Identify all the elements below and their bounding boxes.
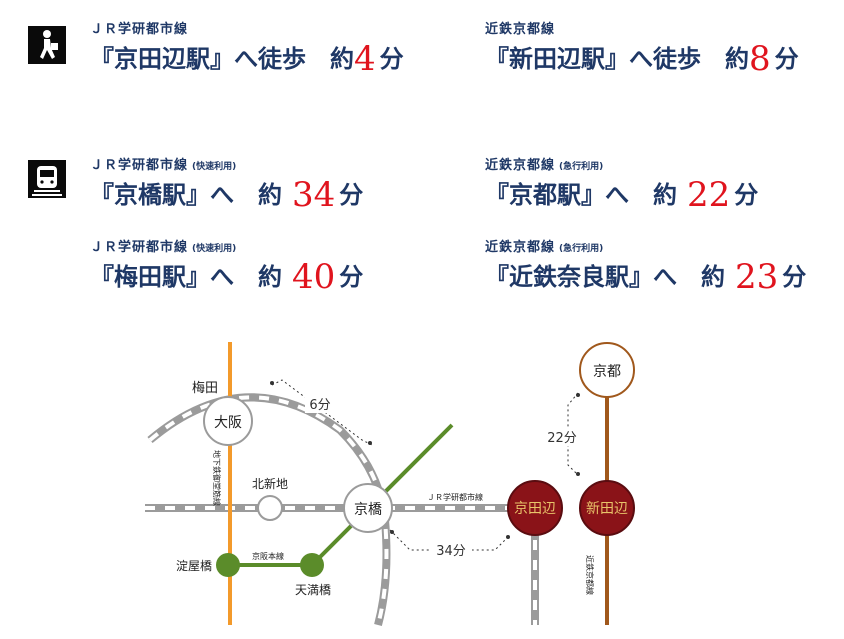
label-jr-line: ＪＲ学研都市線 [427,492,483,502]
label-keihan: 京阪本線 [252,551,284,561]
minutes: 22 [687,175,731,215]
minutes: 34 [292,175,336,215]
station-kyoto [579,342,635,398]
unit: 分 [379,45,404,73]
line-label: ＪＲ学研都市線(快速利用) [90,240,237,255]
station-text: 『新田辺駅』へ徒歩 約 [485,45,749,73]
station-text: 『梅田駅』へ 約 [90,263,282,291]
station-osaka-label: 大阪 [214,415,242,431]
label-kintetsu: 近鉄京都線 [585,555,595,595]
minutes: 23 [735,257,779,297]
time-osaka-kyobashi: 6分 [309,398,330,413]
train-icon [28,160,66,198]
label-yodoyabashi: 淀屋橋 [176,559,212,573]
walking-person-icon [28,26,66,64]
line-label: ＪＲ学研都市線 [90,22,189,37]
label-tenmabashi: 天満橋 [295,583,331,597]
station-tenmabashi [300,553,324,577]
line-label: ＪＲ学研都市線(快速利用) [90,158,237,173]
station-shintanabe-label: 新田辺 [586,501,628,517]
line-label: 近鉄京都線 [485,22,556,37]
station-text: 『京橋駅』へ 約 [90,181,282,209]
station-kitashinchi-label: 北新地 [252,476,288,491]
station-text: 『京田辺駅』へ徒歩 約 [90,45,354,73]
station-text: 『京都駅』へ 約 [485,181,677,209]
time-kyoto-shintanabe: 22分 [547,431,577,446]
minutes: 8 [749,39,771,79]
unit: 分 [339,181,364,209]
time-kyobashi-kyotanabe: 34分 [436,544,466,559]
station-shintanabe [579,480,635,536]
unit: 分 [734,181,759,209]
line-label: 近鉄京都線(急行利用) [485,158,604,173]
unit: 分 [782,263,807,291]
station-kyotanabe [507,480,563,536]
minutes: 4 [354,39,376,79]
label-subway: 地下鉄御堂筋線 [212,450,222,506]
line-label: 近鉄京都線(急行利用) [485,240,604,255]
station-kyobashi [343,483,393,533]
station-osaka [203,396,253,446]
station-kitashinchi [257,495,283,521]
station-kyobashi-label: 京橋 [354,502,382,518]
label-umeda: 梅田 [192,381,218,396]
keihan-line [228,423,454,567]
station-kyoto-label: 京都 [593,364,621,380]
station-text: 『近鉄奈良駅』へ 約 [485,263,725,291]
minutes: 40 [292,257,336,297]
unit: 分 [774,45,799,73]
station-kyotanabe-label: 京田辺 [514,501,556,517]
unit: 分 [339,263,364,291]
station-yodoyabashi [216,553,240,577]
